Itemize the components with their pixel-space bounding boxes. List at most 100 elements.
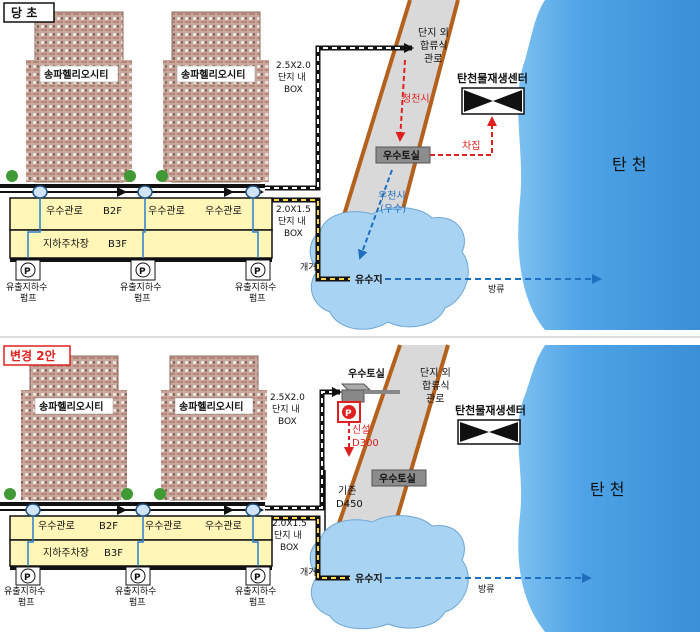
new-chamber-icon — [340, 383, 372, 403]
pump-label: 유출지하수 — [235, 586, 276, 597]
tower-left — [29, 355, 119, 501]
detention-pond — [309, 207, 469, 330]
pond-label: 유수지 — [355, 273, 383, 286]
storm-chamber-label: 우수토실 — [379, 472, 416, 485]
tower-right-label: 송파헬리오시티 — [179, 400, 243, 413]
storm-pipe-label: 우수관로 — [38, 520, 75, 532]
existing-pipe-label-1: 기존 — [338, 485, 356, 497]
storm-chamber — [375, 146, 431, 164]
intercept-label: 차집 — [462, 140, 480, 152]
pump-icon — [245, 566, 271, 586]
pump-icon — [245, 259, 271, 281]
pump-label: 유출지하수 — [115, 586, 156, 597]
manhole-icon — [137, 185, 153, 199]
pump-symbol: P — [24, 267, 31, 277]
floor-b3-label: B3F — [108, 239, 127, 250]
basement-b2 — [9, 515, 273, 541]
pump-symbol: P — [134, 573, 141, 583]
lower-box-label-1: 2.0X1.5 — [276, 205, 311, 215]
tower-right-label: 송파헬리오시티 — [181, 68, 245, 81]
upper-box-label-1: 2.5X2.0 — [270, 393, 305, 403]
panel-tag-original-label: 당 초 — [11, 5, 37, 20]
pump-label: 유출지하수 — [6, 282, 47, 293]
storm-pipe-label: 우수관로 — [145, 520, 182, 532]
manhole-icon — [135, 503, 151, 517]
parking-label: 지하주차장 — [43, 237, 89, 250]
pump-label: 유출지하수 — [4, 586, 45, 597]
pump-label: 펌프 — [249, 292, 266, 304]
treatment-center-icon — [461, 87, 525, 115]
river-label: 탄 천 — [590, 480, 625, 499]
floor-b2-label: B2F — [103, 206, 122, 217]
storm-pipe-label: 우수관로 — [46, 205, 83, 217]
pump-label: 펌프 — [20, 292, 37, 304]
pump-label: 펌프 — [18, 596, 35, 608]
lower-box-label-1: 2.0X1.5 — [272, 519, 307, 529]
pump-label: 펌프 — [249, 596, 266, 608]
floor-b2-label: B2F — [99, 521, 118, 532]
discharge-label: 방류 — [478, 584, 495, 595]
basement-b3 — [9, 539, 273, 567]
pump-label: 유출지하수 — [235, 282, 276, 293]
upper-box-label-1: 2.5X2.0 — [276, 61, 311, 71]
new-pipe-label-1: 신설 — [352, 424, 370, 436]
panel-tag-revised-label: 변경 2안 — [10, 348, 56, 363]
upper-box-route — [265, 45, 412, 191]
tower-left — [34, 11, 124, 183]
detention-pond — [309, 515, 469, 630]
lower-box-label-2: 단지 내 — [278, 216, 306, 227]
floor-b3-label: B3F — [104, 548, 123, 559]
storm-pipe-label: 우수관로 — [148, 205, 185, 217]
storm-pipe-label: 우수관로 — [205, 205, 242, 217]
sewer-label-1: 단지 외 — [418, 27, 449, 39]
new-pump-symbol: P — [345, 409, 352, 419]
pump-symbol: P — [254, 267, 261, 277]
combined-sewer-band — [335, 345, 448, 535]
new-chamber-label: 우수토실 — [348, 367, 385, 380]
upper-box-label-3: BOX — [284, 85, 303, 95]
pump-icon — [15, 259, 41, 281]
pump-label: 펌프 — [134, 292, 151, 304]
sewer-label-3: 관로 — [426, 393, 444, 405]
upper-box-label-2: 단지 내 — [272, 404, 300, 415]
treatment-center-label: 탄천물재생센터 — [457, 71, 528, 85]
pump-icon — [130, 259, 156, 281]
panel-tag-original — [3, 2, 55, 23]
lower-box-label-3: BOX — [280, 543, 299, 553]
basement-b2 — [9, 197, 273, 231]
pump-icon — [15, 566, 41, 586]
sewer-label-2: 합류식 — [422, 380, 450, 392]
tower-left-label: 송파헬리오시티 — [39, 400, 103, 413]
manhole-icon — [245, 185, 261, 199]
river-label: 탄 천 — [612, 155, 647, 174]
tower-left-label: 송파헬리오시티 — [44, 68, 108, 81]
pump-symbol: P — [24, 573, 31, 583]
manhole-icon — [25, 503, 41, 517]
existing-pipe-label-2: D450 — [336, 499, 363, 510]
culvert-label: 개거 — [300, 262, 317, 273]
rain-label-1: 우천시 — [378, 190, 406, 202]
pump-icon — [125, 566, 151, 586]
lower-box-label-3: BOX — [284, 229, 303, 239]
basement-b3 — [9, 229, 273, 259]
sewer-label-1: 단지 외 — [420, 367, 451, 379]
parking-label: 지하주차장 — [43, 546, 89, 559]
upper-box-label-3: BOX — [278, 417, 297, 427]
pump-symbol: P — [139, 267, 146, 277]
discharge-label: 방류 — [488, 284, 505, 295]
pond-label: 유수지 — [355, 572, 383, 585]
lower-box-label-2: 단지 내 — [274, 530, 302, 541]
combined-sewer-band — [340, 0, 458, 228]
sewer-label-2: 합류식 — [420, 40, 448, 52]
manhole-icon — [245, 503, 261, 517]
storm-chamber-label: 우수토실 — [383, 149, 420, 162]
sewer-label-3: 관로 — [424, 53, 442, 65]
panel-original: 탄 천 단지 외 합류식 관로 탄천물재생센터 청천시 차집 우수토실 우천시 … — [0, 0, 700, 330]
river — [518, 0, 700, 330]
panel-revised: 탄 천 단지 외 합류식 관로 탄천물재생센터 우수토실 P 신설 D300 기… — [0, 344, 700, 632]
storm-chamber — [371, 469, 427, 487]
culvert-label: 개거 — [300, 567, 317, 578]
manhole-icon — [32, 185, 48, 199]
new-pipe-label-2: D300 — [352, 438, 379, 449]
